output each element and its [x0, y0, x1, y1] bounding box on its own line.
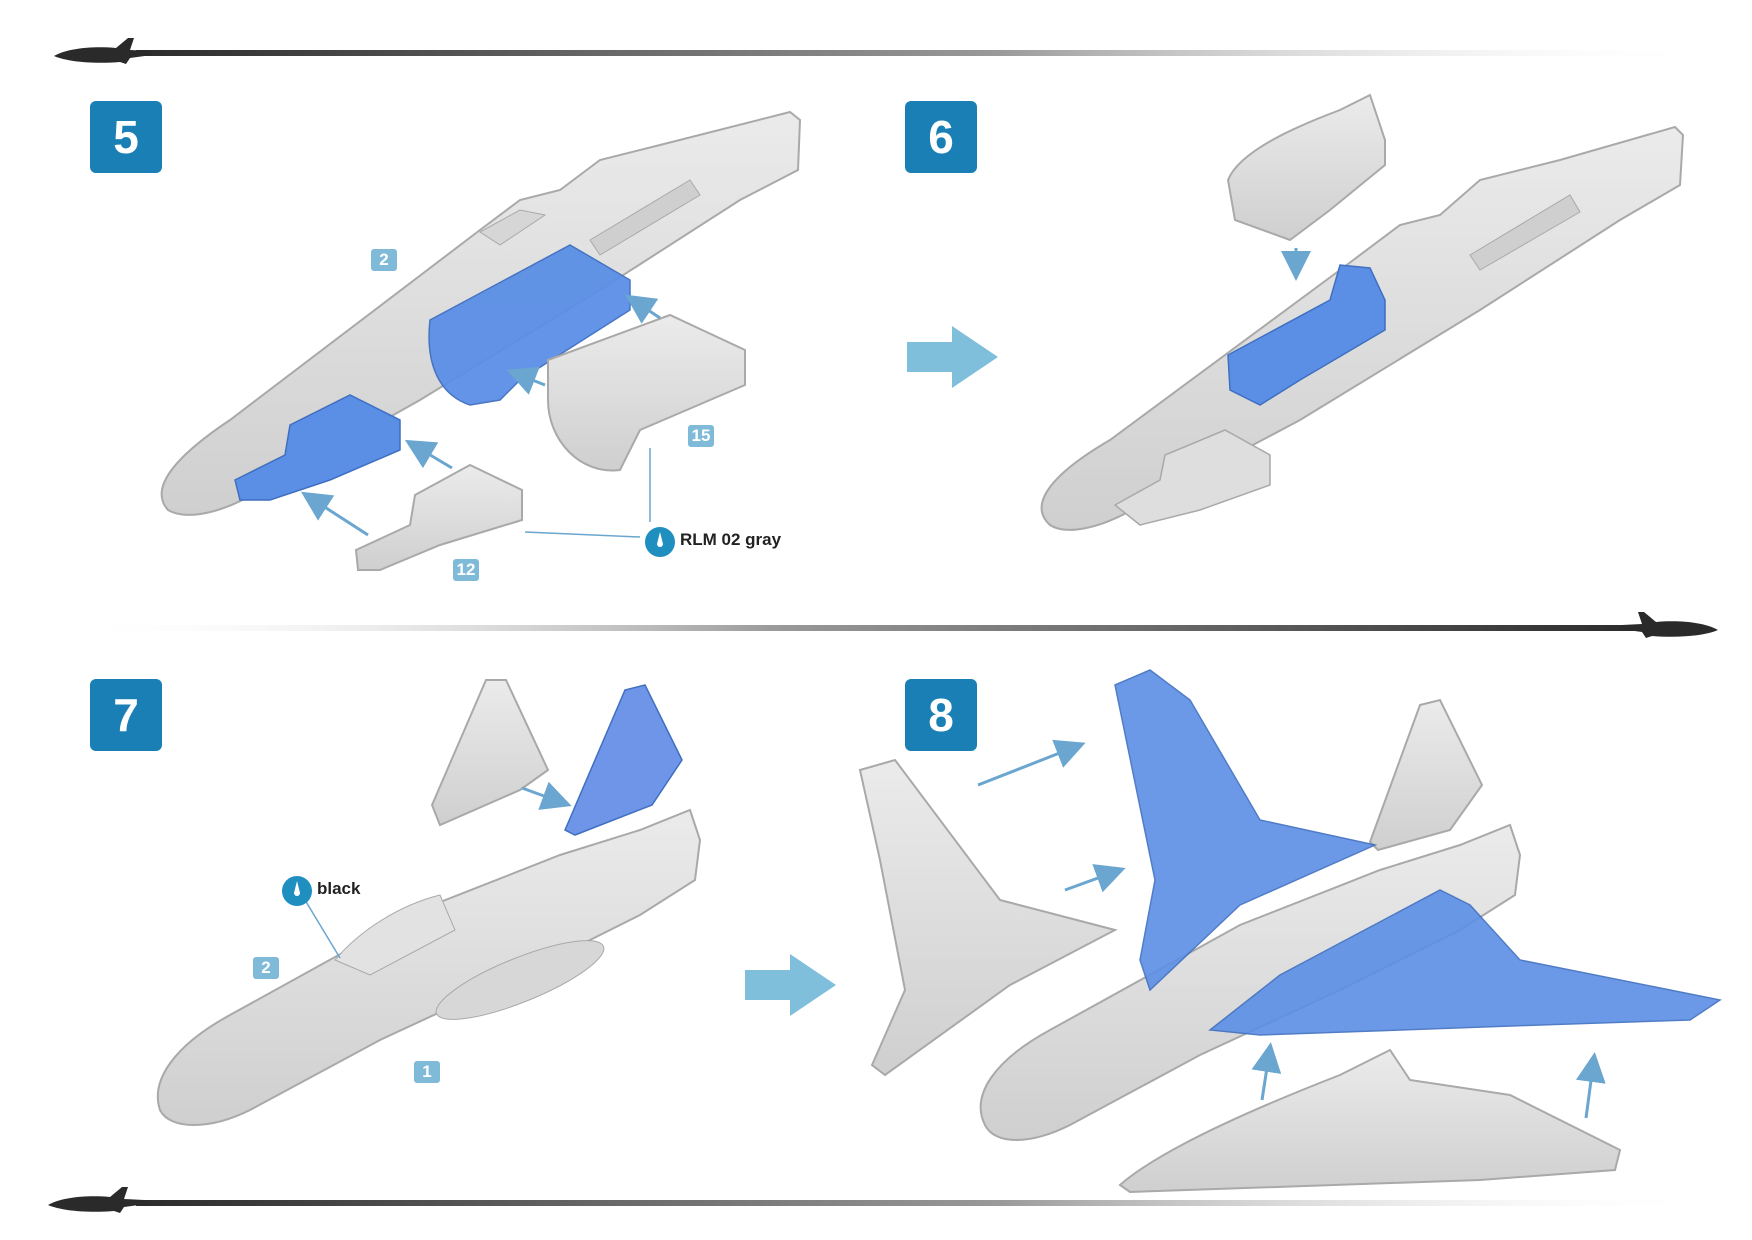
part-number-label: 1: [414, 1061, 440, 1083]
step-number-badge-8: 8: [905, 679, 977, 751]
aircraft-silhouette-icon: [54, 38, 152, 64]
lower-wing-part: [1118, 1048, 1622, 1194]
step-8-illustration: [858, 669, 1722, 1194]
fuselage-assembly: [979, 823, 1522, 1141]
part-number-label: 2: [371, 249, 397, 271]
paint-color-label: black: [317, 879, 361, 898]
aircraft-silhouette-icon: [48, 1187, 146, 1213]
tail-fin-highlight: [564, 684, 683, 836]
fuselage-assembly: [156, 808, 702, 1126]
bottom-divider: [136, 1200, 1711, 1206]
part-12: [354, 463, 523, 571]
step-number-badge-6: 6: [905, 101, 977, 173]
right-wing-highlight: [1208, 889, 1722, 1036]
upper-wing-highlight: [1114, 669, 1378, 992]
installed-seat-highlight: [1227, 264, 1386, 406]
step-number-badge-7: 7: [90, 679, 162, 751]
next-step-arrow-icon: [907, 326, 998, 388]
part-number-label: 15: [688, 425, 714, 447]
part-15: [547, 313, 746, 472]
step-5-illustration: [160, 110, 802, 571]
step-6-illustration: [1040, 93, 1685, 531]
paint-drop-icon: [282, 876, 312, 906]
aircraft-silhouette-icon: [1620, 612, 1718, 638]
seat-part: [1226, 93, 1386, 242]
cockpit-floor-highlight: [428, 244, 631, 406]
paint-drop-icon: [645, 527, 675, 557]
middle-divider: [64, 625, 1638, 631]
top-divider: [136, 50, 1711, 56]
next-step-arrow-icon: [745, 954, 836, 1016]
paint-color-label: RLM 02 gray: [680, 530, 782, 549]
step-number-badge-5: 5: [90, 101, 162, 173]
nose-block-highlight: [234, 394, 401, 501]
part-number-label: 2: [253, 957, 279, 979]
step-7-illustration: [156, 679, 702, 1126]
tail-fin-part: [430, 679, 550, 827]
part-number-label: 12: [453, 559, 479, 581]
left-wing-part: [858, 758, 1118, 1077]
